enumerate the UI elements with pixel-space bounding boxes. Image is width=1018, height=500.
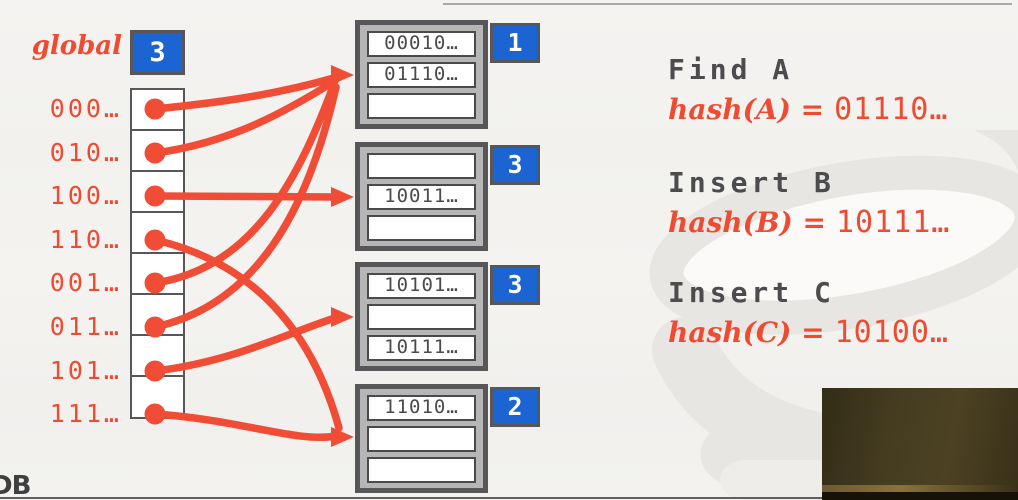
directory-label: 101… — [49, 356, 122, 385]
footer-divider — [0, 497, 1018, 499]
directory-label: 100… — [49, 181, 122, 210]
directory-label: 110… — [49, 225, 122, 254]
hash-value: 10100… — [834, 315, 949, 350]
directory-label: 001… — [49, 268, 122, 297]
bucket-3: 10101… 10111… — [355, 262, 488, 371]
local-depth-badge-bucket1: 1 — [490, 23, 540, 63]
directory-cell — [130, 375, 185, 419]
bucket-slot: 01110… — [367, 62, 476, 88]
annotation-insert-c: Insert C hash(C) = 10100… — [668, 276, 949, 350]
bucket-slot — [367, 457, 476, 483]
directory-cell — [130, 129, 185, 173]
webcam-highlight-strip — [822, 485, 1018, 492]
global-depth-value: 3 — [130, 30, 185, 75]
bucket-slot: 10111… — [367, 335, 476, 361]
annotation-find-a: Find A hash(A) = 01110… — [668, 53, 948, 127]
annotation-insert-b: Insert B hash(B) = 10111… — [668, 166, 950, 240]
directory-cell — [130, 293, 185, 337]
arrowhead-bucket2 — [331, 187, 354, 207]
directory-cell — [130, 88, 185, 132]
local-depth-badge-bucket3: 3 — [490, 265, 540, 305]
bucket-slot: 10011… — [367, 184, 476, 210]
directory-cell — [130, 211, 185, 255]
hash-function-label: hash(B) = — [668, 206, 826, 239]
hash-value: 01110… — [834, 92, 949, 127]
bucket-slot — [367, 93, 476, 119]
operation-title: Insert C — [668, 276, 835, 309]
bucket-slot: 10101… — [367, 273, 476, 299]
directory-label: 000… — [49, 94, 122, 123]
directory-label: 010… — [49, 138, 122, 167]
directory-cell — [130, 170, 185, 214]
bucket-slot — [367, 215, 476, 241]
operation-title: Find A — [668, 53, 794, 86]
bucket-slot: 00010… — [367, 31, 476, 57]
bucket-slot: 11010… — [367, 395, 476, 421]
bucket-2: 10011… — [355, 142, 488, 251]
arrowhead-bucket3 — [331, 307, 354, 327]
hash-function-label: hash(C) = — [668, 316, 825, 349]
local-depth-badge-bucket2: 3 — [490, 145, 540, 185]
directory-cell — [130, 334, 185, 378]
bucket-slot — [367, 153, 476, 179]
arrowhead-bucket4 — [331, 427, 354, 447]
webcam-video-overlay — [822, 388, 1018, 500]
hash-value: 10111… — [836, 205, 951, 240]
directory-label: 011… — [49, 312, 122, 341]
db-logo-text: DB — [0, 471, 31, 500]
title-underline — [443, 3, 1012, 5]
arrowhead-bucket1 — [331, 65, 354, 85]
bucket-slot — [367, 304, 476, 330]
directory-cell — [130, 252, 185, 296]
hash-function-label: hash(A) = — [668, 93, 825, 126]
bucket-4: 11010… — [355, 384, 488, 493]
local-depth-badge-bucket4: 2 — [490, 387, 540, 427]
operation-title: Insert B — [668, 166, 835, 199]
bucket-slot — [367, 426, 476, 452]
directory-array — [130, 88, 185, 419]
webcam-shadow-strip — [822, 492, 1018, 500]
bucket-1: 00010… 01110… — [355, 20, 488, 129]
global-depth-label: global — [31, 31, 122, 61]
directory-label: 111… — [49, 399, 122, 428]
